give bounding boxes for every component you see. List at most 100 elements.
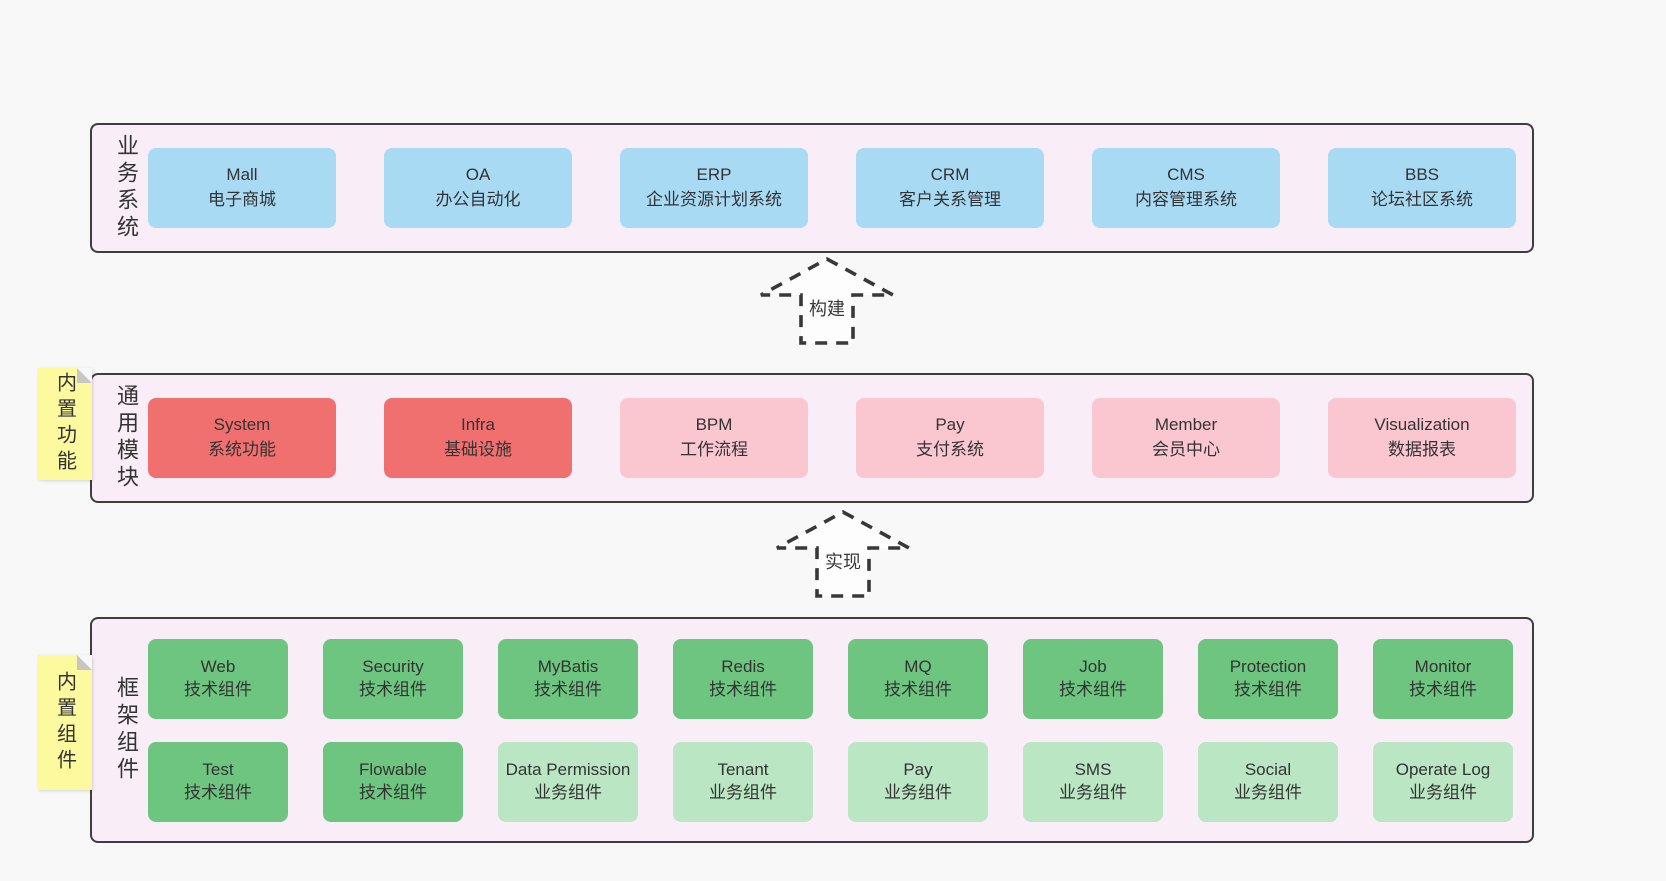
module-name-en: Web [200, 657, 236, 677]
module-row: Mall 电子商城 OA 办公自动化 ERP 企业资源计划系统 CRM 客户关系管理 CMS 内容… [148, 148, 1516, 228]
module-name-zh: 技术组件 [1234, 679, 1302, 699]
module-box-crm: CRM 客户关系管理 [856, 148, 1044, 228]
module-name-zh: 技术组件 [1059, 679, 1127, 699]
layer-business-systems: 业务系统 Mall 电子商城 OA 办公自动化 ERP 企业资源计划系统 CRM 客户关系管理… [90, 123, 1534, 253]
module-box-mall: Mall 电子商城 [148, 148, 336, 228]
module-name-en: Protection [1229, 657, 1307, 677]
module-name-zh: 基础设施 [444, 440, 512, 459]
module-name-zh: 业务组件 [884, 782, 952, 802]
layer-label-business-systems: 业务系统 [114, 134, 139, 242]
module-name-zh: 业务组件 [1059, 782, 1127, 802]
module-name-en: Pay [935, 415, 965, 435]
business-systems-row-area: Mall 电子商城 OA 办公自动化 ERP 企业资源计划系统 CRM 客户关系管理 CMS 内容… [148, 148, 1516, 228]
common-modules-row-area: System 系统功能 Infra 基础设施 BPM 工作流程 Pay 支付系统 Member 会… [148, 398, 1516, 478]
module-name-zh: 内容管理系统 [1135, 190, 1237, 209]
module-box-visualization: Visualization 数据报表 [1328, 398, 1516, 478]
build-arrow-label: 构建 [807, 295, 847, 321]
implement-arrow: 实现 [773, 508, 913, 600]
module-name-en: Operate Log [1395, 760, 1491, 780]
module-name-en: MQ [904, 657, 932, 677]
module-name-zh: 工作流程 [680, 440, 748, 459]
module-name-en: BPM [695, 415, 733, 435]
module-name-en: Visualization [1374, 415, 1470, 435]
module-name-en: System [213, 415, 271, 435]
layer-common-modules: 通用模块 System 系统功能 Infra 基础设施 BPM 工作流程 Pay 支付系统 Me… [90, 373, 1534, 503]
module-box-infra: Infra 基础设施 [384, 398, 572, 478]
layer-label-common-modules: 通用模块 [114, 384, 139, 492]
module-name-zh: 电子商城 [208, 190, 276, 209]
sticky-note-builtin-components: 内置组件 [38, 655, 92, 790]
module-name-en: OA [465, 165, 491, 185]
sticky-note-label: 内置组件 [53, 670, 76, 775]
module-name-en: Data Permission [505, 760, 631, 780]
module-box-cms: CMS 内容管理系统 [1092, 148, 1280, 228]
module-name-zh: 技术组件 [184, 679, 252, 699]
module-name-zh: 业务组件 [534, 782, 602, 802]
module-name-zh: 业务组件 [709, 782, 777, 802]
module-name-en: Member [1154, 415, 1218, 435]
module-box-member: Member 会员中心 [1092, 398, 1280, 478]
module-name-zh: 技术组件 [884, 679, 952, 699]
build-arrow: 构建 [757, 255, 897, 347]
module-name-en: Social [1244, 760, 1292, 780]
sticky-note-builtin-features: 内置功能 [38, 368, 92, 480]
module-name-zh: 企业资源计划系统 [646, 190, 782, 209]
module-name-en: Pay [903, 760, 933, 780]
module-row: System 系统功能 Infra 基础设施 BPM 工作流程 Pay 支付系统 Member 会… [148, 398, 1516, 478]
layer-label-framework-components: 框架组件 [114, 676, 139, 784]
module-name-zh: 业务组件 [1409, 782, 1477, 802]
module-name-en: ERP [696, 165, 732, 185]
module-name-en: MyBatis [537, 657, 599, 677]
implement-arrow-label: 实现 [823, 548, 863, 574]
module-name-en: SMS [1074, 760, 1112, 780]
module-name-en: Flowable [358, 760, 428, 780]
module-name-en: CRM [930, 165, 970, 185]
module-name-zh: 论坛社区系统 [1371, 190, 1473, 209]
module-name-zh: 数据报表 [1388, 440, 1456, 459]
module-name-en: Infra [460, 415, 496, 435]
module-box-erp: ERP 企业资源计划系统 [620, 148, 808, 228]
module-name-zh: 技术组件 [184, 782, 252, 802]
module-box-oa: OA 办公自动化 [384, 148, 572, 228]
module-name-zh: 技术组件 [534, 679, 602, 699]
module-name-zh: 办公自动化 [435, 190, 521, 209]
module-name-zh: 会员中心 [1152, 440, 1220, 459]
sticky-note-label: 内置功能 [53, 372, 76, 476]
module-name-zh: 技术组件 [359, 782, 427, 802]
module-name-zh: 系统功能 [208, 440, 276, 459]
module-name-zh: 技术组件 [709, 679, 777, 699]
module-name-zh: 客户关系管理 [899, 190, 1001, 209]
module-name-zh: 业务组件 [1234, 782, 1302, 802]
module-box-pay: Pay 支付系统 [856, 398, 1044, 478]
module-name-en: CMS [1167, 165, 1205, 185]
module-box-system: System 系统功能 [148, 398, 336, 478]
module-name-zh: 技术组件 [359, 679, 427, 699]
module-name-zh: 支付系统 [916, 440, 984, 459]
module-name-en: Monitor [1414, 657, 1472, 677]
module-name-en: Redis [721, 657, 765, 677]
module-box-bpm: BPM 工作流程 [620, 398, 808, 478]
module-name-en: Mall [226, 165, 258, 185]
module-name-en: Security [362, 657, 424, 677]
module-name-en: Job [1079, 657, 1107, 677]
module-name-en: Test [202, 760, 234, 780]
module-name-zh: 技术组件 [1409, 679, 1477, 699]
